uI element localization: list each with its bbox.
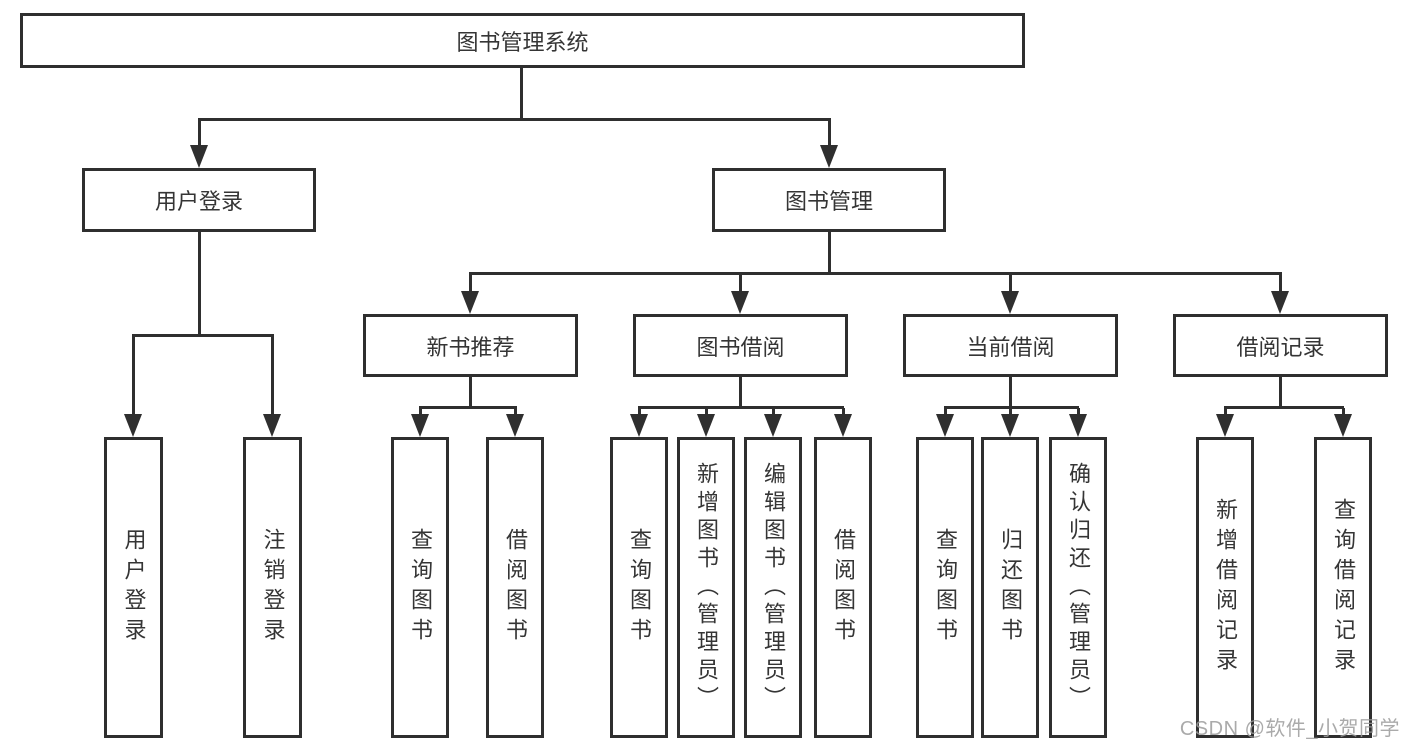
connector-drop: [638, 408, 641, 416]
node-borrowing-borrow-books: 借阅图书: [814, 437, 872, 738]
node-label: 查询图书: [627, 527, 652, 648]
arrow-down-icon: [506, 414, 524, 437]
connector-drop: [828, 120, 831, 145]
connector-borrowing-bar: [638, 406, 844, 409]
connector-drop: [1009, 274, 1012, 292]
node-label: 借阅图书: [831, 527, 856, 648]
connector-user-login-bar: [132, 334, 274, 337]
connector-root-stem: [520, 67, 523, 119]
node-label: 当前借阅: [966, 334, 1055, 360]
arrow-down-icon: [1069, 414, 1087, 437]
node-label: 图书管理: [784, 189, 873, 214]
node-user-login: 用户登录: [82, 168, 316, 232]
connector-drop: [271, 336, 274, 415]
arrow-down-icon: [834, 414, 852, 437]
connector-book-mgmt-stem: [828, 231, 831, 274]
connector-drop: [1077, 408, 1080, 416]
connector-drop: [1279, 274, 1282, 292]
connector-drop: [1009, 408, 1012, 416]
node-book-management: 图书管理: [712, 168, 946, 232]
node-label: 编辑图书（管理员）: [761, 461, 786, 714]
node-label: 借阅图书: [503, 527, 528, 648]
node-borrowing-add-books-admin: 新增图书（管理员）: [677, 437, 735, 738]
arrow-down-icon: [630, 414, 648, 437]
node-borrow-records: 借阅记录: [1173, 314, 1388, 377]
node-label: 用户登录: [121, 527, 147, 648]
arrow-down-icon: [820, 145, 838, 168]
node-borrowing-edit-books-admin: 编辑图书（管理员）: [744, 437, 802, 738]
arrow-down-icon: [411, 414, 429, 437]
arrow-down-icon: [461, 291, 479, 314]
connector-level2-bar: [198, 118, 831, 121]
arrow-down-icon: [263, 414, 281, 437]
connector-drop: [772, 408, 775, 416]
node-records-add-borrow-record: 新增借阅记录: [1196, 437, 1254, 738]
node-current-borrowing: 当前借阅: [903, 314, 1118, 377]
arrow-down-icon: [731, 291, 749, 314]
node-label: 确认归还（管理员）: [1066, 461, 1091, 714]
arrow-down-icon: [1216, 414, 1234, 437]
connector-records-stem: [1279, 376, 1282, 408]
node-recommend-query-books: 查询图书: [391, 437, 449, 738]
node-label: 借阅记录: [1236, 334, 1325, 360]
node-new-book-recommend: 新书推荐: [363, 314, 578, 377]
connector-drop: [132, 336, 135, 415]
node-library-system: 图书管理系统: [20, 13, 1025, 68]
node-label: 查询图书: [408, 527, 433, 648]
node-label: 查询图书: [933, 527, 958, 648]
node-borrowing-query-books: 查询图书: [610, 437, 668, 738]
connector-records-bar: [1224, 406, 1344, 409]
node-records-query-borrow-record: 查询借阅记录: [1314, 437, 1372, 738]
node-label: 图书借阅: [696, 334, 785, 360]
arrow-down-icon: [936, 414, 954, 437]
arrow-down-icon: [190, 145, 208, 168]
connector-drop: [514, 408, 517, 416]
csdn-watermark: CSDN @软件_小贺同学: [1179, 718, 1400, 740]
connector-drop: [739, 274, 742, 292]
node-current-query-books: 查询图书: [916, 437, 974, 738]
connector-drop: [198, 120, 201, 145]
node-label: 归还图书: [998, 527, 1023, 648]
node-label: 注销登录: [260, 527, 286, 648]
arrow-down-icon: [764, 414, 782, 437]
connector-level3-bar: [469, 272, 1282, 275]
connector-drop: [1342, 408, 1345, 416]
connector-drop: [944, 408, 947, 416]
arrow-down-icon: [1334, 414, 1352, 437]
node-current-return-books: 归还图书: [981, 437, 1039, 738]
connector-drop: [419, 408, 422, 416]
connector-user-login-stem: [198, 231, 201, 337]
node-book-borrowing: 图书借阅: [633, 314, 848, 377]
connector-recommend-bar: [419, 406, 517, 409]
connector-drop: [1224, 408, 1227, 416]
connector-current-stem: [1009, 376, 1012, 408]
connector-drop: [469, 274, 472, 292]
arrow-down-icon: [697, 414, 715, 437]
arrow-down-icon: [1001, 414, 1019, 437]
node-recommend-borrow-books: 借阅图书: [486, 437, 544, 738]
node-label: 新增图书（管理员）: [694, 461, 719, 714]
node-label: 新书推荐: [426, 334, 515, 360]
node-current-confirm-return-admin: 确认归还（管理员）: [1049, 437, 1107, 738]
arrow-down-icon: [124, 414, 142, 437]
node-label: 新增借阅记录: [1213, 497, 1238, 678]
node-label: 图书管理系统: [456, 29, 589, 55]
node-label: 用户登录: [154, 189, 243, 214]
connector-current-bar: [944, 406, 1079, 409]
connector-drop: [842, 408, 845, 416]
connector-borrowing-stem: [739, 376, 742, 408]
arrow-down-icon: [1271, 291, 1289, 314]
connector-recommend-stem: [469, 376, 472, 408]
node-login-action: 用户登录: [104, 437, 163, 738]
node-label: 查询借阅记录: [1331, 497, 1356, 678]
node-logout-action: 注销登录: [243, 437, 302, 738]
arrow-down-icon: [1001, 291, 1019, 314]
connector-drop: [705, 408, 708, 416]
